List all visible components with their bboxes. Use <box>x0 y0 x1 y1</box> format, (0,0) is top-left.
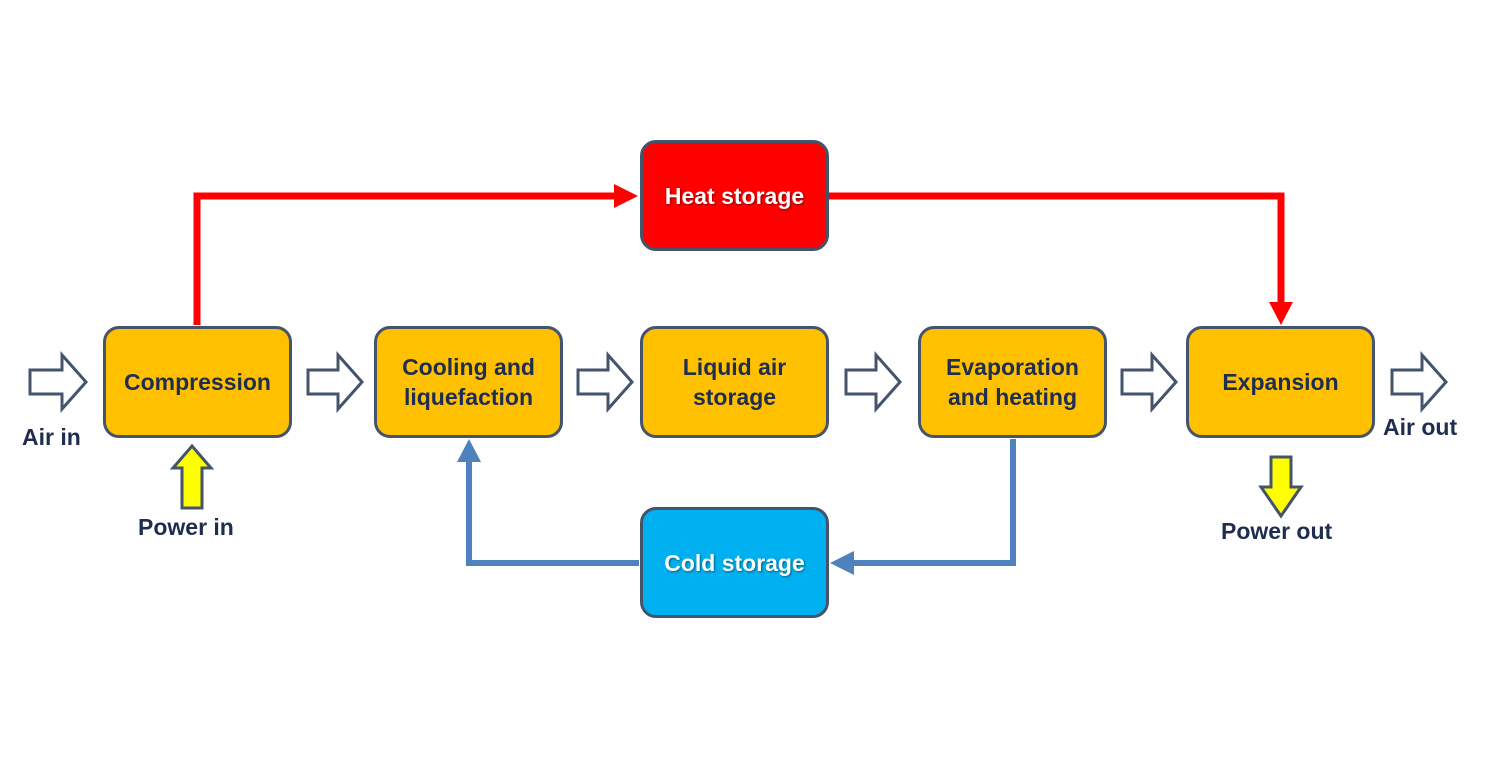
heat-arrowhead-to-storage <box>614 184 638 208</box>
cold-flow-line-to-cooling <box>466 460 639 566</box>
air-out-arrow <box>1390 351 1449 413</box>
power-out-arrow <box>1258 455 1304 519</box>
cooling-liquefaction-node: Cooling and liquefaction <box>374 326 563 438</box>
air-in-arrow <box>28 351 89 413</box>
liquid-air-storage-node: Liquid air storage <box>640 326 829 438</box>
air-out-label: Air out <box>1383 414 1458 440</box>
cold-storage-node: Cold storage <box>640 507 829 618</box>
cold-arrowhead-to-storage <box>830 551 854 575</box>
heat-flow-line-to-storage <box>193 192 616 325</box>
compression-node: Compression <box>103 326 292 438</box>
evaporation-to-expansion-arrow <box>1120 351 1179 413</box>
heat-arrowhead-to-expansion <box>1269 302 1293 325</box>
expansion-node: Expansion <box>1186 326 1375 438</box>
evaporation-heating-node: Evaporation and heating <box>918 326 1107 438</box>
power-in-arrow <box>169 443 215 510</box>
cooling-to-liquid-air-arrow <box>576 351 635 413</box>
power-out-label: Power out <box>1221 518 1333 544</box>
heat-storage-node: Heat storage <box>640 140 829 251</box>
compression-to-cooling-arrow <box>306 351 365 413</box>
air-flow-arrows <box>28 351 1449 413</box>
power-in-label: Power in <box>138 514 234 540</box>
cold-arrowhead-to-cooling <box>457 439 481 462</box>
air-in-label: Air in <box>22 424 81 450</box>
cold-flow-line-to-storage <box>852 439 1016 566</box>
liquid-air-to-evaporation-arrow <box>844 351 903 413</box>
heat-flow-line-to-expansion <box>829 192 1285 304</box>
